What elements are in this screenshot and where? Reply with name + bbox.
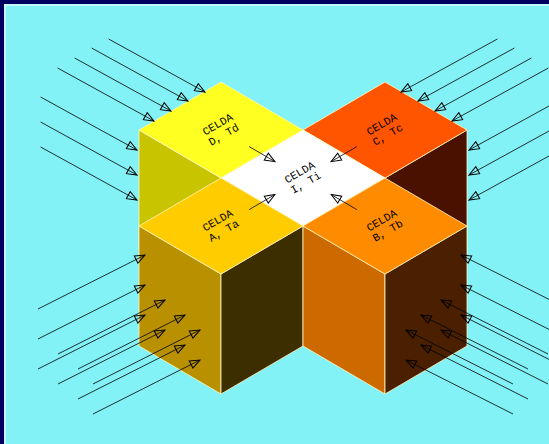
cell-name: CELDA D, Td xyxy=(196,109,246,152)
frame-band xyxy=(0,0,4,444)
cube-top xyxy=(303,178,467,274)
flow-arrow xyxy=(331,195,357,210)
flux-arrows xyxy=(406,255,549,414)
cell-name: CELDA C, Tc xyxy=(360,109,410,152)
frame-band xyxy=(0,0,549,4)
cube-top xyxy=(139,178,303,274)
flux-arrows xyxy=(38,255,200,414)
flow-arrow xyxy=(331,147,357,162)
flow-arrow xyxy=(249,147,275,162)
flow-arrow xyxy=(249,195,275,210)
cell-label: CELDA C, Tc xyxy=(360,109,410,152)
cell-name: CELDA I, Ti xyxy=(278,157,328,200)
frame-line xyxy=(4,5,549,6)
cell-label: CELDA B, Tb xyxy=(360,205,410,248)
flux-arrows xyxy=(41,39,205,200)
cell-label: CELDA A, Ta xyxy=(196,205,246,248)
cell-name: CELDA B, Tb xyxy=(360,205,410,248)
cell-name: CELDA A, Ta xyxy=(196,205,246,248)
flux-arrows xyxy=(401,39,549,200)
cell-label: CELDA D, Td xyxy=(196,109,246,152)
frame-line xyxy=(5,4,6,444)
cell-label: CELDA I, Ti xyxy=(278,157,328,200)
